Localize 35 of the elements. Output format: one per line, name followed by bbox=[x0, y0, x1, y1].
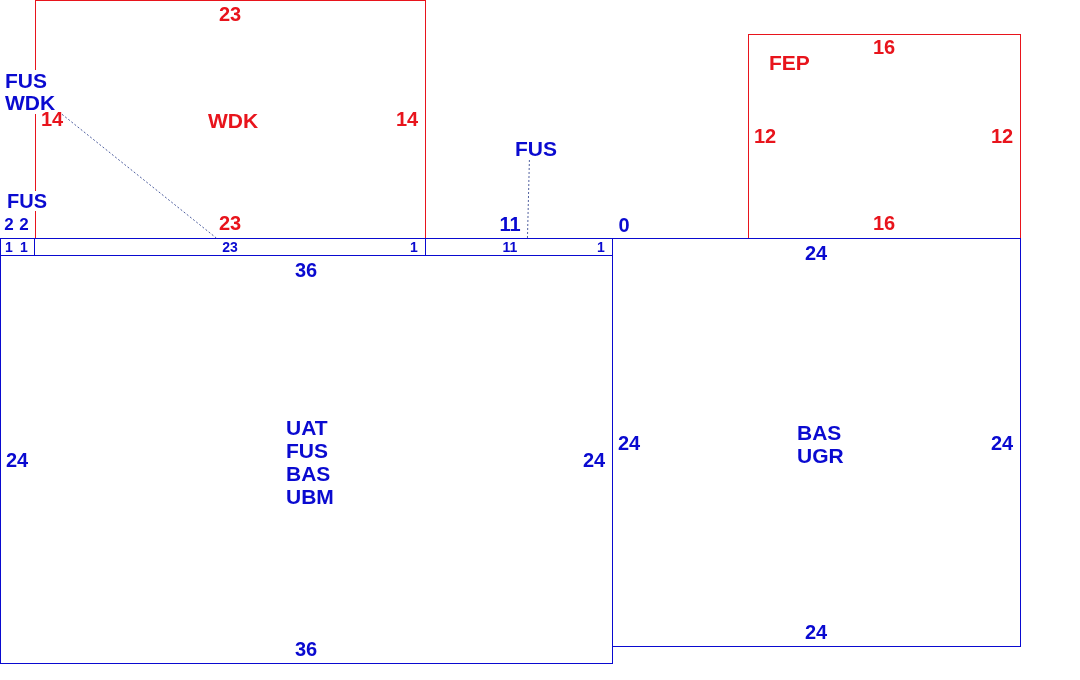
dimension-label: 1 bbox=[597, 240, 605, 254]
dimension-label: 24 bbox=[617, 433, 641, 453]
dimension-label: 1 bbox=[5, 240, 13, 254]
dimension-label: 0 bbox=[618, 215, 630, 235]
dimension-label: 24 bbox=[804, 622, 828, 642]
leader-line bbox=[526, 159, 530, 239]
dimension-label: 2 bbox=[4, 216, 14, 233]
dimension-label: 24 bbox=[582, 450, 606, 470]
room-outline bbox=[748, 34, 1021, 239]
dimension-label: 16 bbox=[872, 37, 896, 57]
dimension-label: 1 bbox=[410, 240, 418, 254]
dimension-label: 23 bbox=[218, 4, 242, 24]
dimension-label: 24 bbox=[804, 243, 828, 263]
room-label: BAS UGR bbox=[797, 421, 845, 467]
room-tag: FUS bbox=[7, 191, 47, 211]
room-strip bbox=[0, 238, 35, 256]
dimension-label: 16 bbox=[872, 213, 896, 233]
dimension-label: 11 bbox=[502, 240, 518, 254]
room-label: WDK bbox=[208, 109, 260, 132]
room-label: UAT FUS BAS UBM bbox=[286, 416, 335, 508]
dimension-label: 1 bbox=[20, 240, 28, 254]
dimension-label: 12 bbox=[753, 126, 777, 146]
dimension-label: 23 bbox=[222, 240, 238, 254]
dimension-label: 14 bbox=[395, 109, 419, 129]
dimension-label: 36 bbox=[294, 639, 318, 659]
room-outline bbox=[612, 238, 1021, 647]
room-label: FEP bbox=[769, 51, 811, 74]
dimension-label: 12 bbox=[990, 126, 1014, 146]
dimension-label: 24 bbox=[5, 450, 29, 470]
dimension-label: 24 bbox=[990, 433, 1014, 453]
room-outline bbox=[0, 255, 613, 664]
dimension-label: 36 bbox=[294, 260, 318, 280]
dimension-label: 2 bbox=[19, 216, 29, 233]
dimension-label: 23 bbox=[218, 213, 242, 233]
dimension-label: 11 bbox=[499, 214, 521, 234]
